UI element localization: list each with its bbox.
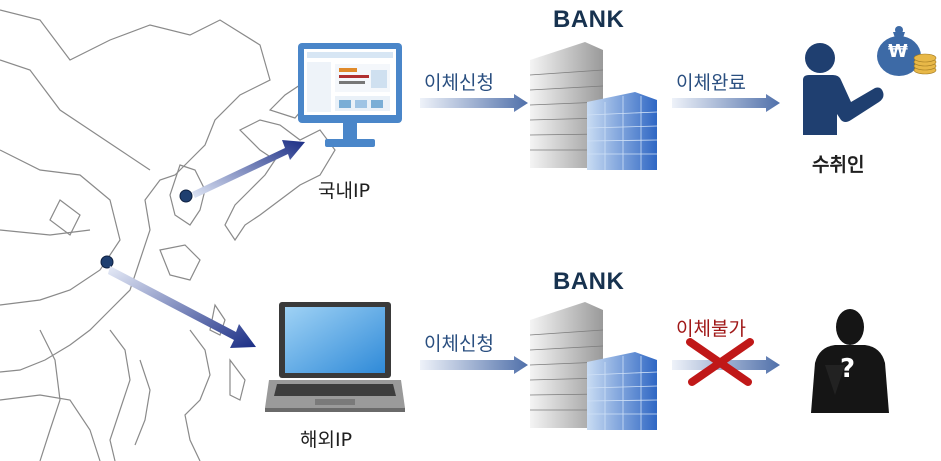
recipient-person-icon <box>803 43 884 135</box>
domestic-ip-label: 국내IP <box>318 180 371 202</box>
transfer-denied-label: 이체불가 <box>676 318 746 340</box>
overseas-location-dot <box>100 255 114 269</box>
bottom-transfer-request-label: 이체신청 <box>424 333 494 355</box>
top-result-arrow <box>672 94 780 112</box>
top-transfer-request-label: 이체신청 <box>424 72 494 94</box>
transfer-complete-label: 이체완료 <box>676 72 746 94</box>
bottom-bank-building-icon <box>529 302 658 430</box>
unknown-person-icon <box>811 309 889 413</box>
laptop-icon <box>265 302 405 412</box>
overseas-to-laptop-arrow <box>108 266 256 348</box>
top-bank-label: BANK <box>553 6 625 33</box>
blocked-x-icon <box>686 338 754 386</box>
bottom-bank-label: BANK <box>553 268 625 295</box>
korea-to-domestic-arrow <box>192 140 305 198</box>
bottom-request-arrow <box>420 356 528 374</box>
korea-location-dot <box>179 189 193 203</box>
top-request-arrow <box>420 94 528 112</box>
question-mark: ? <box>840 354 856 384</box>
money-bag-icon <box>877 26 937 76</box>
recipient-label: 수취인 <box>812 154 865 176</box>
won-symbol: ₩ <box>888 41 908 62</box>
monitor-icon <box>298 43 402 147</box>
map-background <box>0 9 336 461</box>
overseas-ip-label: 해외IP <box>300 429 353 451</box>
top-bank-building-icon <box>529 42 658 170</box>
